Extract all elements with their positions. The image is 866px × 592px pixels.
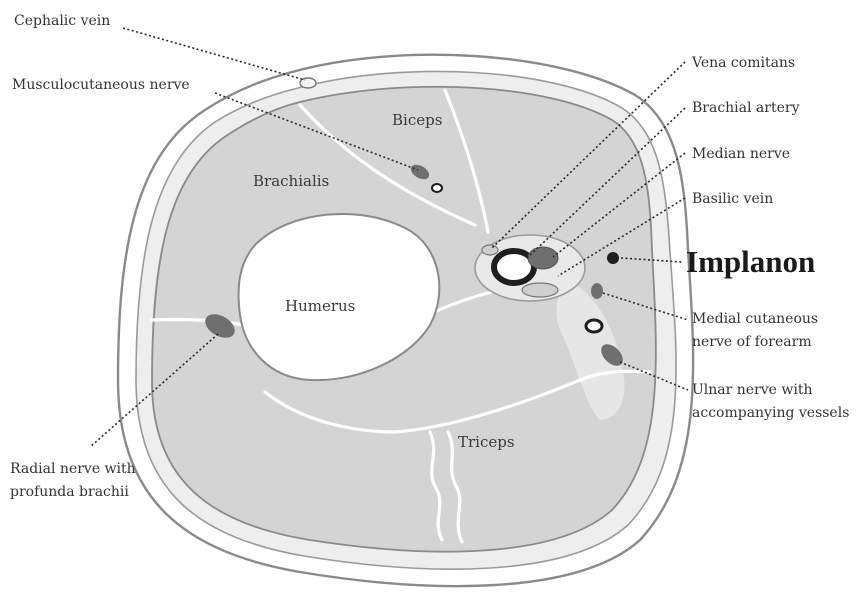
ulnar-accompanying-vessel-shape [586, 320, 602, 332]
humerus-label: Humerus [285, 297, 355, 315]
radial-nerve-label-line1: Radial nerve with [10, 461, 136, 477]
musculocutaneous-nerve-label: Musculocutaneous nerve [12, 77, 190, 93]
ulnar-nerve-label-line2: accompanying vessels [692, 405, 849, 421]
cephalic-vein-label: Cephalic vein [14, 13, 110, 29]
median-nerve-label: Median nerve [692, 146, 790, 162]
brachialis-label: Brachialis [253, 172, 329, 190]
triceps-label: Triceps [458, 433, 515, 451]
medial-cutaneous-nerve-shape [591, 283, 603, 299]
median-nerve-shape [528, 247, 558, 269]
medial-cutaneous-label-line1: Medial cutaneous [692, 311, 818, 327]
biceps-label: Biceps [392, 111, 442, 129]
cephalic-vein-shape [300, 78, 316, 88]
vena-comitans-label: Vena comitans [691, 55, 795, 71]
vena-comitans-shape [482, 245, 498, 255]
ulnar-nerve-label-line1: Ulnar nerve with [692, 382, 813, 398]
implanon-implant [607, 252, 619, 264]
musculocutaneous-vessel-shape [432, 184, 442, 192]
brachial-artery-label: Brachial artery [692, 100, 800, 116]
implanon-label: Implanon [686, 244, 815, 279]
medial-cutaneous-label-line2: nerve of forearm [692, 334, 812, 350]
basilic-vein-shape [522, 283, 558, 297]
radial-nerve-label-line2: profunda brachii [10, 484, 129, 500]
basilic-vein-label: Basilic vein [692, 191, 773, 207]
